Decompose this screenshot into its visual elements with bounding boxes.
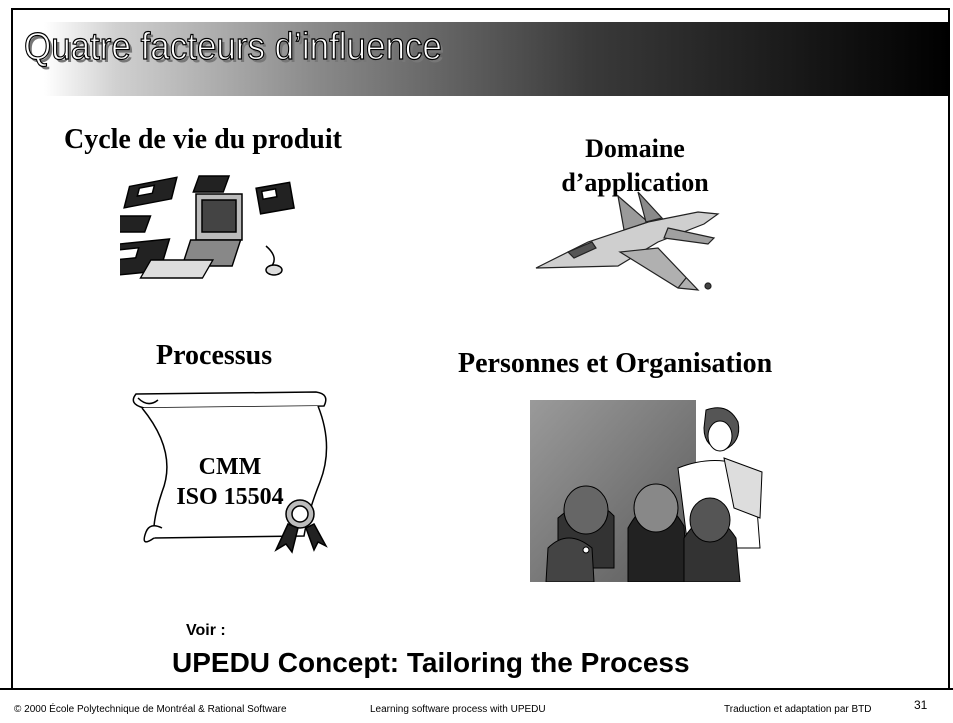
heading-application-domain-line1: Domaine [585,134,685,163]
heading-product-lifecycle: Cycle de vie du produit [64,124,342,155]
reference-concept-link[interactable]: UPEDU Concept: Tailoring the Process [172,647,690,678]
heading-people-organisation: Personnes et Organisation [458,348,773,379]
fighter-jet-icon [535,191,720,291]
heading-process: Processus [156,340,273,371]
heading-application-domain-line2: d’application [561,168,709,197]
reference-label: Voir : [186,622,226,639]
footer-left-text: 2000 École Polytechnique de Montréal & R… [24,704,287,715]
scroll-text-iso: ISO 15504 [176,484,284,510]
slide-title: Quatre facteurs d’influence [23,25,442,68]
slide-frame [11,8,950,689]
title-bar [44,22,950,96]
scroll-text-cmm: CMM [198,454,262,480]
page-number: 31 [914,698,928,712]
copyright-symbol: © [14,704,22,715]
footer-right: Traduction et adaptation par BTD [724,704,872,715]
footer-left: © 2000 École Polytechnique de Montréal &… [14,704,287,715]
footer-center: Learning software process with UPEDU [370,704,546,715]
footer-divider [0,688,953,690]
scroll-text: CMM ISO 15504 [160,452,300,512]
certificate-scroll-icon [132,391,328,554]
heading-application-domain: Domaine d’application [540,132,730,200]
computer-disks-icon [120,175,295,279]
presentation-meeting-icon [530,400,763,582]
